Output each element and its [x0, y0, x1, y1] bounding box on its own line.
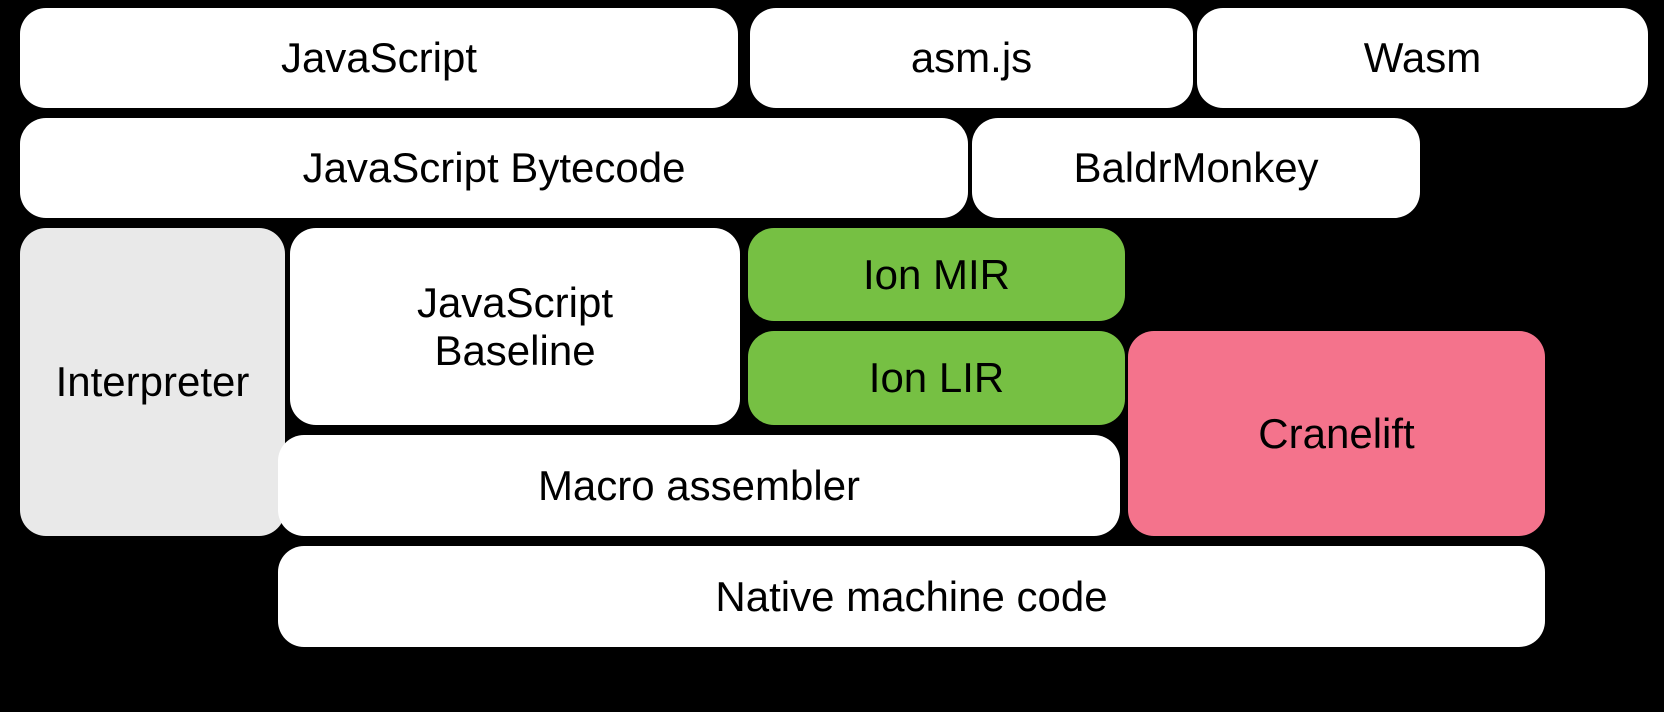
node-javascript: JavaScript [20, 8, 738, 108]
node-asm-js: asm.js [750, 8, 1193, 108]
node-ion-lir: Ion LIR [748, 331, 1125, 425]
node-ion-mir: Ion MIR [748, 228, 1125, 321]
node-javascript-baseline: JavaScript Baseline [290, 228, 740, 425]
node-javascript-bytecode: JavaScript Bytecode [20, 118, 968, 218]
node-wasm: Wasm [1197, 8, 1648, 108]
node-native-machine-code: Native machine code [278, 546, 1545, 647]
node-interpreter: Interpreter [20, 228, 285, 536]
node-baldrmonkey: BaldrMonkey [972, 118, 1420, 218]
node-cranelift: Cranelift [1128, 331, 1545, 536]
node-macro-assembler: Macro assembler [278, 435, 1120, 536]
